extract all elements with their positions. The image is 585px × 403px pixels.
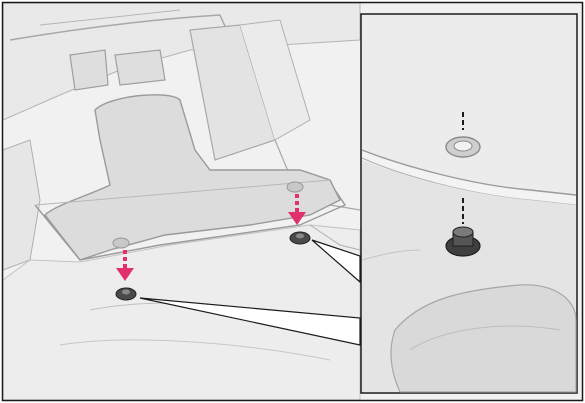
retaining-hook-icon	[116, 288, 136, 300]
retaining-hook-icon	[290, 232, 310, 244]
mat-hole-icon	[113, 238, 129, 248]
mat-hole-icon	[446, 137, 480, 157]
mat-hole-icon	[287, 182, 303, 192]
detail-inset	[361, 14, 577, 393]
